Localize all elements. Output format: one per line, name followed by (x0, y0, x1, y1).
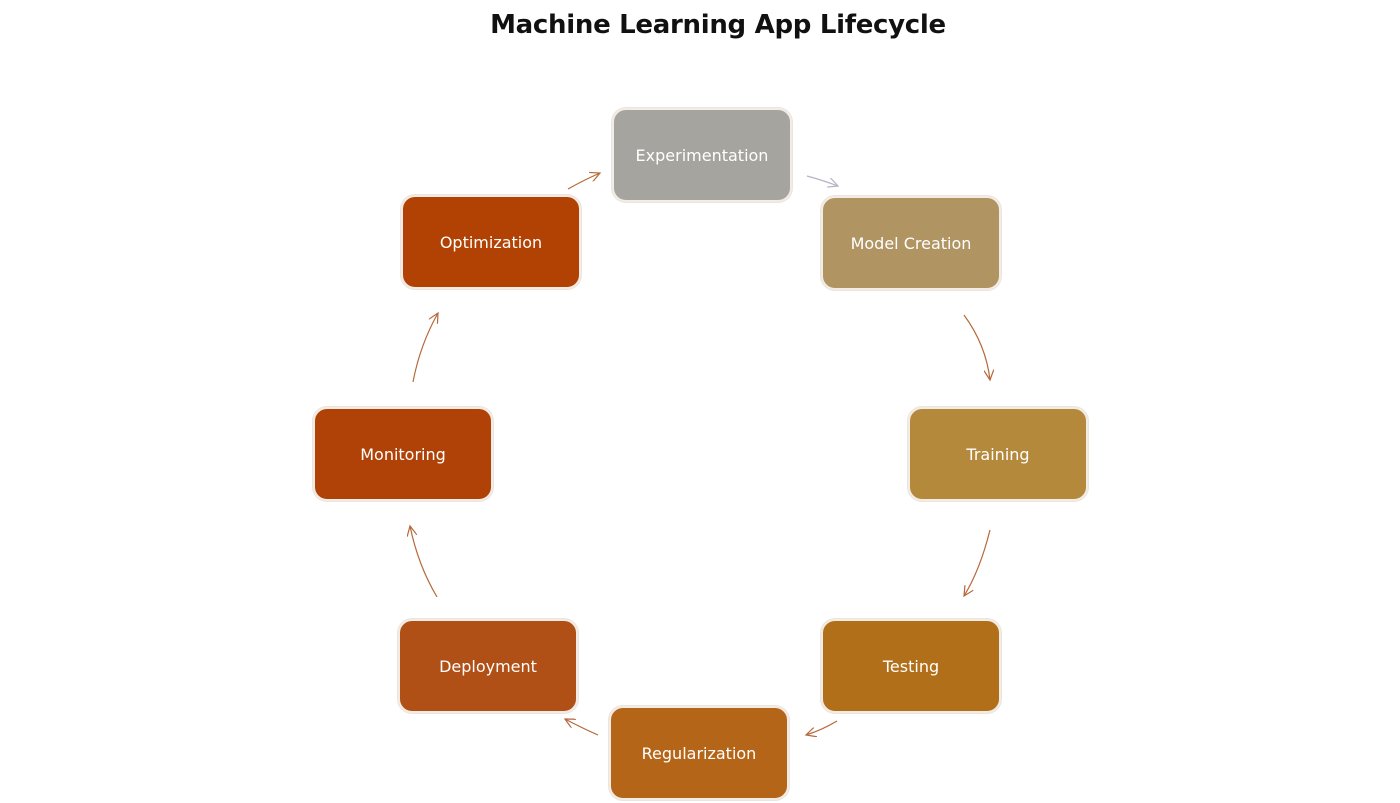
node-label: Model Creation (850, 233, 972, 253)
arrow-monitoring-to-optimization (412, 313, 438, 383)
arrow-deployment-to-monitoring (410, 526, 438, 598)
arrow-model-creation-to-training (963, 314, 990, 380)
node-testing: Testing (821, 619, 1001, 713)
node-label: Experimentation (635, 145, 769, 165)
node-label: Optimization (439, 232, 543, 252)
arrow-experimentation-to-model-creation (806, 175, 838, 186)
arrow-training-to-testing (964, 529, 991, 596)
node-training: Training (908, 407, 1088, 501)
node-label: Monitoring (360, 444, 446, 464)
node-experimentation: Experimentation (612, 108, 792, 202)
node-label: Testing (882, 656, 940, 676)
node-label: Regularization (641, 743, 757, 763)
arrow-optimization-to-experimentation (567, 173, 600, 190)
arrow-regularization-to-deployment (565, 719, 599, 736)
node-label: Deployment (439, 656, 537, 676)
node-label: Training (966, 444, 1030, 464)
node-deployment: Deployment (398, 619, 578, 713)
node-regularization: Regularization (609, 706, 789, 800)
node-monitoring: Monitoring (313, 407, 493, 501)
node-model-creation: Model Creation (821, 196, 1001, 290)
diagram-title: Machine Learning App Lifecycle (490, 10, 946, 40)
arrow-testing-to-regularization (806, 720, 838, 735)
node-optimization: Optimization (401, 195, 581, 289)
